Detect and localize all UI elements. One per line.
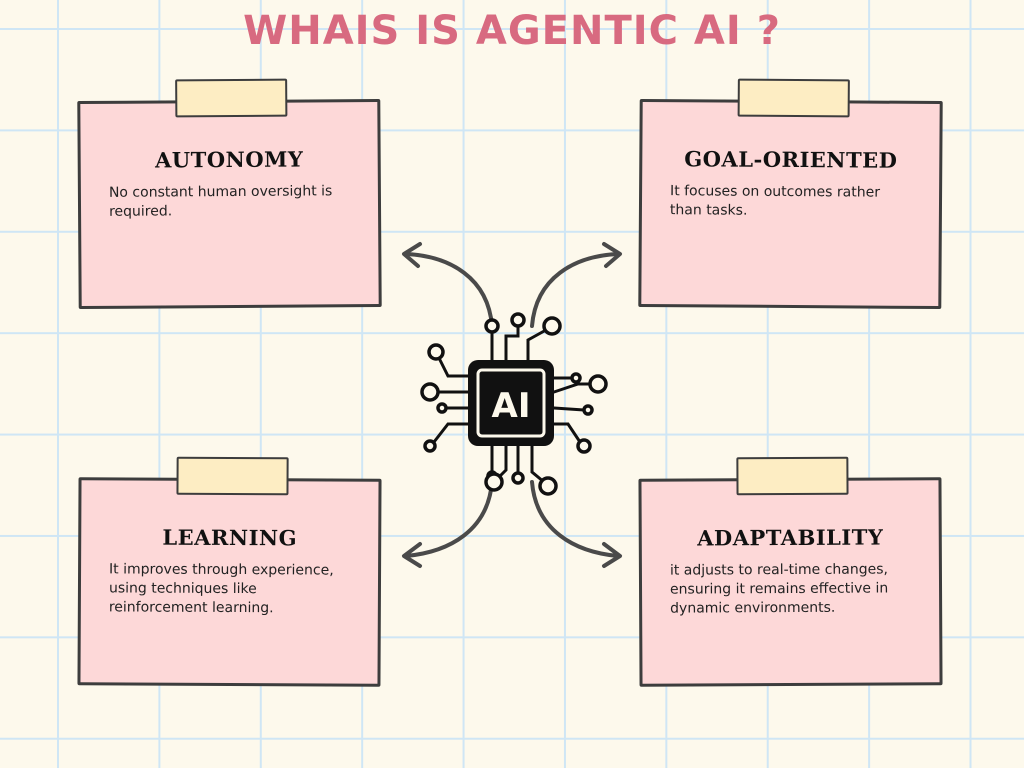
chip-label: AI (492, 386, 531, 426)
arrow-head-adaptability (602, 542, 622, 568)
arrow-head-learning (402, 542, 422, 568)
arrow-to-autonomy (404, 252, 494, 328)
arrow-to-adaptability (530, 480, 620, 558)
arrow-to-learning (404, 480, 494, 558)
ai-chip-icon: AI (420, 312, 608, 496)
arrow-to-goal (530, 252, 620, 328)
page-title: WHAIS IS AGENTIC AI ? (243, 8, 781, 54)
arrow-head-goal (602, 242, 622, 268)
arrow-head-autonomy (402, 242, 422, 268)
